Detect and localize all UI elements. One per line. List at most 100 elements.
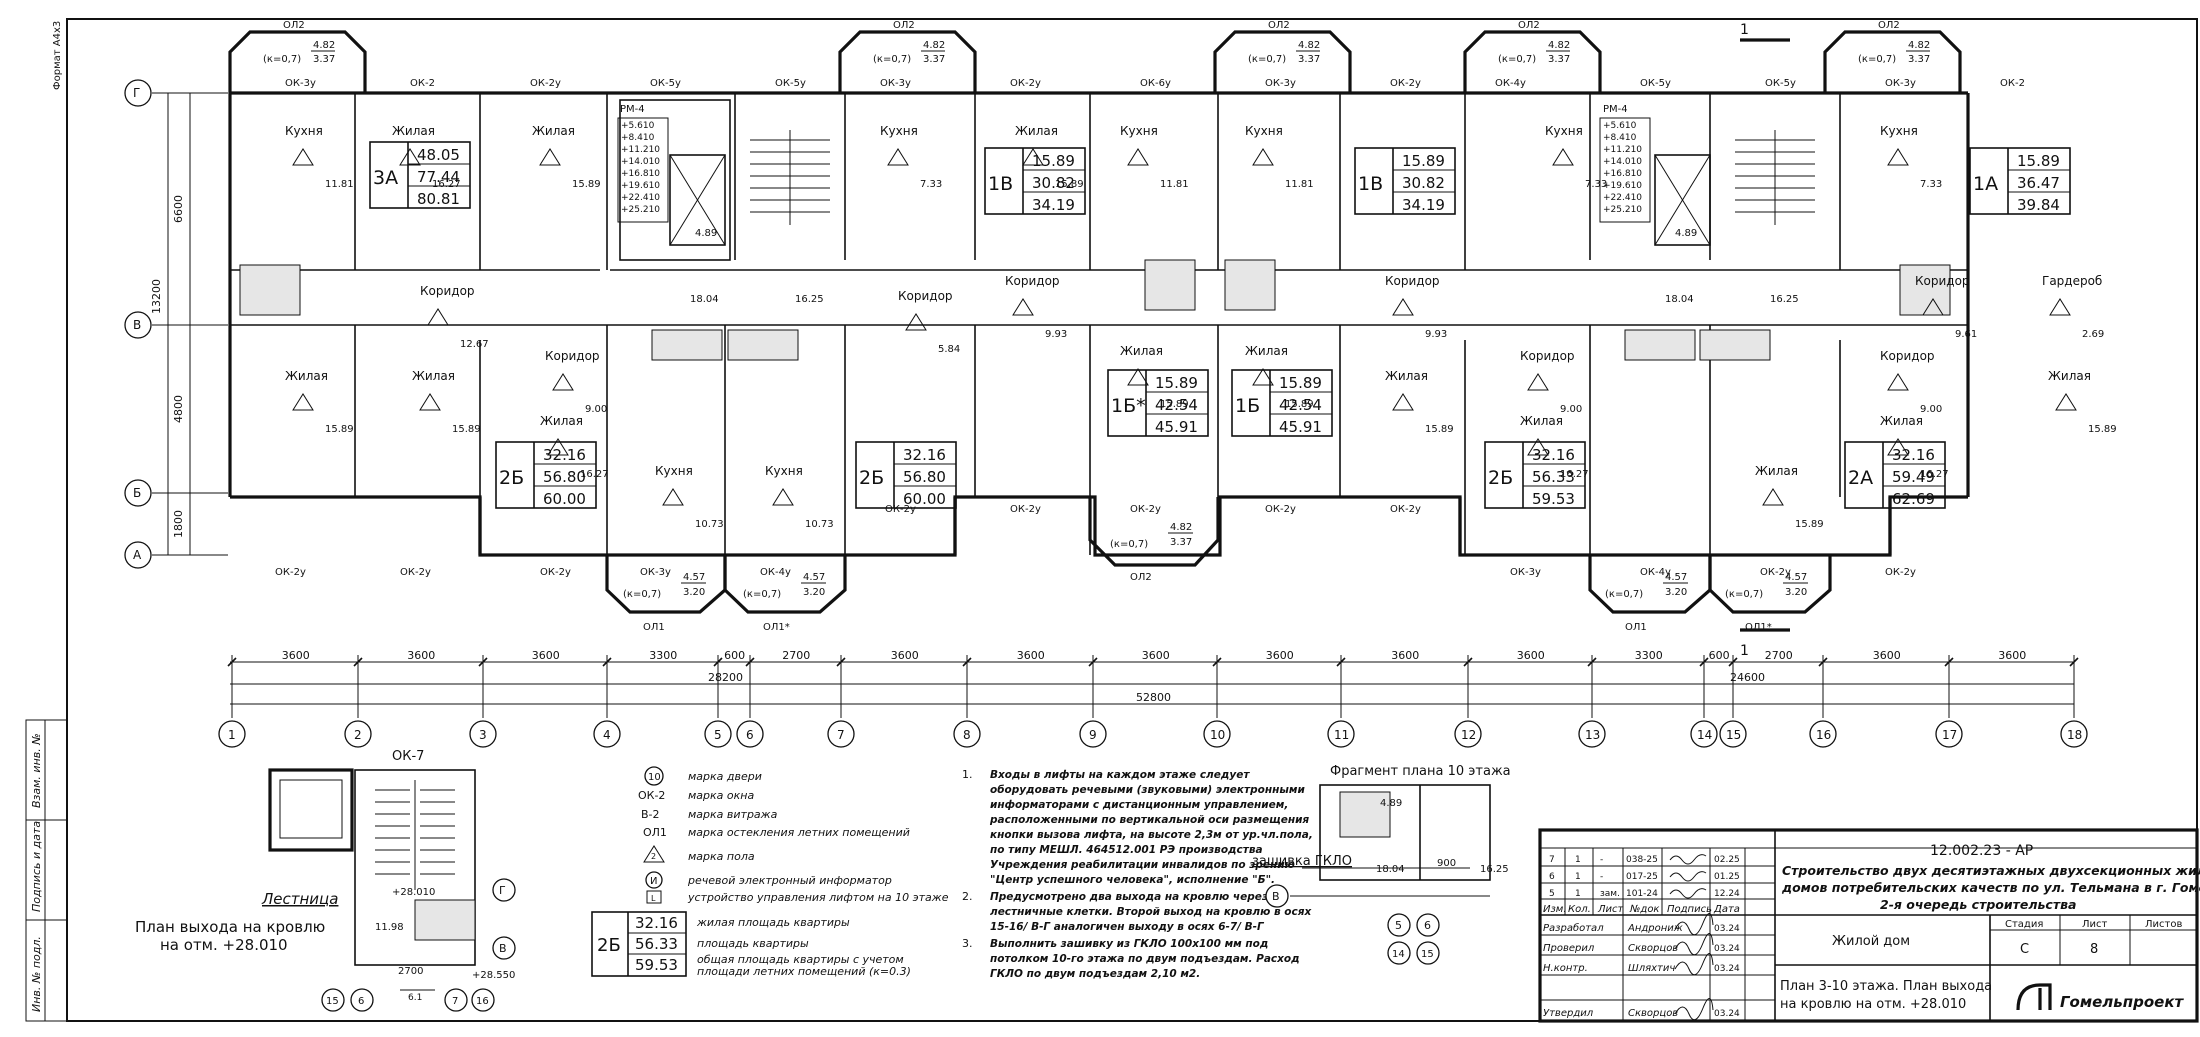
apartment-value: 48.05	[417, 146, 460, 164]
rev-cell: 5	[1549, 889, 1555, 899]
axis-letter: Б	[133, 486, 141, 500]
balcony-k: (к=0,7)	[263, 54, 301, 65]
room-name: Кухня	[285, 124, 323, 138]
legend-apt-value: 56.33	[635, 935, 678, 953]
window-mark: ОК-2у	[1390, 78, 1421, 89]
dim-text: 28200	[708, 671, 743, 684]
apartment-type: 1Б	[1235, 395, 1260, 417]
roof-exit-area: 11.98	[375, 922, 404, 933]
room-area: 10.73	[805, 519, 834, 530]
legend-apt-note: жилая площадь квартиры	[696, 916, 850, 929]
room-area: 11.81	[1285, 179, 1314, 190]
apartment-type: 1Б*	[1111, 395, 1146, 417]
window-mark: ОК-2у	[540, 567, 571, 578]
axis-number: 14	[1697, 728, 1712, 742]
legend-sym: 10	[648, 772, 661, 783]
stamp-role: Н.контр.	[1543, 963, 1588, 974]
apartment-type: 1В	[1358, 173, 1383, 195]
room-area: 15.89	[572, 179, 601, 190]
axis-number: 10	[1210, 728, 1225, 742]
note-line: оборудовать речевыми (звуковыми) электро…	[990, 784, 1305, 796]
lift-area-left: 4.89	[695, 228, 717, 239]
room-name: Жилая	[1755, 464, 1798, 478]
note-line: Предусмотрено два выхода на кровлю через	[990, 891, 1268, 903]
general-notes: 1.Входы в лифты на каждом этаже следуето…	[962, 768, 1313, 980]
roof-dim: 6.1	[408, 993, 422, 1003]
window-mark: ОК-2у	[1885, 567, 1916, 578]
room-area: 16.27	[1920, 469, 1949, 480]
room-name: Кухня	[1880, 124, 1918, 138]
room-area: 15.89	[1285, 399, 1314, 410]
lift-marks-left: РМ-4 +5.610 +8.410 +11.210 +14.010 +16.8…	[617, 104, 824, 305]
room-name: Кухня	[655, 464, 693, 478]
apartment-value: 42.54	[1279, 396, 1322, 414]
room-name: Жилая	[1520, 414, 1563, 428]
balcony-area: 3.37	[1298, 54, 1320, 65]
balcony-area: 4.82	[1908, 40, 1930, 51]
window-mark: ОК-5у	[1765, 78, 1796, 89]
balcony-mark: ОЛ1	[643, 622, 665, 633]
room-name: Коридор	[1520, 349, 1575, 363]
window-mark: ОК-5у	[775, 78, 806, 89]
axis-number: 9	[1089, 728, 1097, 742]
room-name: Жилая	[1880, 414, 1923, 428]
room-area: 15.89	[325, 424, 354, 435]
balcony-k: (к=0,7)	[623, 589, 661, 600]
apartment-value: 15.89	[1032, 152, 1075, 170]
fragment-axis: 15	[1421, 949, 1434, 960]
dim-text: 52800	[1136, 691, 1171, 704]
dim-text: 2700	[782, 649, 810, 662]
side-stamp: Взам. инв. № Подпись и дата Инв. № подл.	[25, 719, 68, 1022]
apartment-value: 34.19	[1402, 196, 1445, 214]
lift-mark: +25.210	[621, 205, 660, 215]
window-mark: ОК-2у	[1760, 567, 1791, 578]
balcony-labels: ОЛ2(к=0,7)4.823.37ОЛ2(к=0,7)4.823.37ОЛ2(…	[263, 20, 1930, 633]
stamp-project: домов потребительских качеств по ул. Тел…	[1781, 880, 2200, 895]
fragment-axis: 6	[1424, 919, 1431, 932]
room-name: Жилая	[2048, 369, 2091, 383]
apartment-value: 56.33	[1532, 468, 1575, 486]
note-line: Входы в лифты на каждом этаже следует	[990, 769, 1250, 781]
room-area: 11.81	[1160, 179, 1189, 190]
lift-mark: +8.410	[621, 133, 655, 143]
room-area: 16.27	[1560, 469, 1589, 480]
room-name: Кухня	[1245, 124, 1283, 138]
apartment-type: 3А	[373, 167, 398, 189]
rev-header: Лист	[1597, 904, 1625, 915]
note-number: 2.	[962, 890, 973, 903]
roof-exit-mark-2: +28.550	[472, 970, 515, 981]
note-number: 3.	[962, 937, 973, 950]
balcony-k: (к=0,7)	[873, 54, 911, 65]
balcony-k: (к=0,7)	[743, 589, 781, 600]
stamp-name: Андрониж	[1627, 923, 1683, 934]
balcony-area: 4.82	[1298, 40, 1320, 51]
legend-text: речевой электронный информатор	[687, 874, 892, 887]
lift-mark: +19.610	[1603, 181, 1642, 191]
dim-text: 600	[724, 649, 745, 662]
balcony-mark: ОЛ2	[283, 20, 305, 31]
lift-mark: +14.010	[1603, 157, 1642, 167]
room-name: Жилая	[285, 369, 328, 383]
apartment-value: 56.80	[543, 468, 586, 486]
stamp-code: 12.002.23 - АР	[1930, 843, 2033, 859]
window-mark: ОК-2	[2000, 78, 2025, 89]
legend-text: марка пола	[688, 850, 755, 863]
room-name: Жилая	[1015, 124, 1058, 138]
apartment-value: 32.16	[1532, 446, 1575, 464]
fragment-area-3: 16.25	[1480, 864, 1509, 875]
fragment-area-1: 4.89	[1380, 798, 1402, 809]
axis-number: 18	[2067, 728, 2082, 742]
note-line: расположенными по вертикальной оси разме…	[989, 814, 1309, 826]
note-line: "Центр успешного человека", исполнение "…	[990, 874, 1275, 886]
rev-header: Изм.	[1543, 904, 1567, 915]
lift-mark: +11.210	[621, 145, 660, 155]
rev-header: Кол.	[1568, 904, 1591, 915]
axis-number: 17	[1942, 728, 1957, 742]
balcony-area: 4.82	[313, 40, 335, 51]
balcony-area: 3.37	[1908, 54, 1930, 65]
room-area: 9.93	[1425, 329, 1447, 340]
balcony-mark: ОЛ1*	[1745, 622, 1772, 633]
room-name: Кухня	[880, 124, 918, 138]
